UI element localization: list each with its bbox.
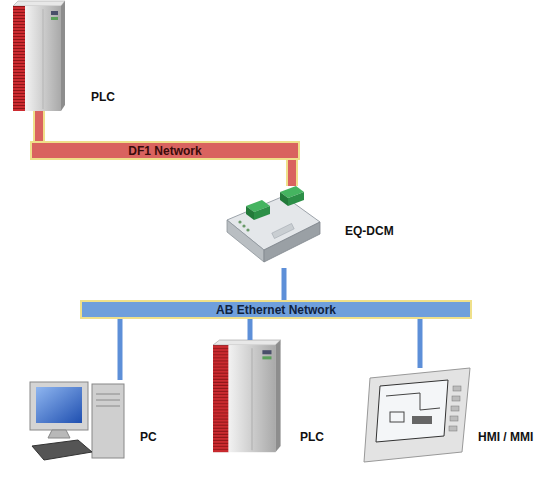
module-plate xyxy=(272,223,294,238)
monitor-screen xyxy=(36,387,82,423)
terminal-block xyxy=(246,206,254,220)
ethernet-network-band: AB Ethernet Network xyxy=(80,300,472,319)
screen-graphic xyxy=(412,416,432,424)
pc-illustration xyxy=(30,382,124,460)
hmi-button xyxy=(453,386,461,391)
drive-slot xyxy=(96,394,120,395)
hmi-button xyxy=(451,406,459,411)
network-cable xyxy=(248,319,253,340)
terminal-block xyxy=(254,206,270,220)
network-cable-glow xyxy=(286,160,298,186)
monitor-stand xyxy=(48,430,70,438)
hmi-button xyxy=(452,396,460,401)
hmi-screen xyxy=(376,380,448,442)
pc-tower xyxy=(92,384,124,458)
status-led xyxy=(242,224,245,227)
screen-graphic xyxy=(390,412,404,422)
terminal-block xyxy=(280,192,288,206)
hmi-frame xyxy=(364,368,470,462)
status-led xyxy=(238,220,241,223)
module-side xyxy=(264,222,320,262)
terminal-block xyxy=(288,192,304,206)
screen-graphic xyxy=(386,393,440,410)
plc-illustration xyxy=(13,1,65,111)
module-side xyxy=(227,220,264,262)
network-cable xyxy=(418,319,423,368)
keyboard xyxy=(32,440,92,460)
drive-slot xyxy=(96,406,120,407)
df1-network-band: DF1 Network xyxy=(30,141,300,160)
device-label: EQ-DCM xyxy=(345,224,394,238)
device-label: PLC xyxy=(300,430,324,444)
monitor-frame xyxy=(30,382,88,430)
pc-workstation: PC xyxy=(30,380,130,462)
plc-unit: PLC xyxy=(213,340,281,452)
plc-illustration xyxy=(213,340,281,452)
hmi-button xyxy=(450,416,458,421)
network-cable-glow xyxy=(33,111,45,141)
network-cable xyxy=(118,319,123,380)
network-label: AB Ethernet Network xyxy=(216,303,336,317)
device-label: PLC xyxy=(91,90,115,104)
hmi-panel: HMI / MMI xyxy=(364,368,472,463)
drive-slot xyxy=(96,400,120,401)
hmi-button xyxy=(449,426,457,431)
device-label: PC xyxy=(140,430,157,444)
communication-module: EQ-DCM xyxy=(222,186,322,268)
module-illustration xyxy=(227,186,320,262)
status-led xyxy=(246,228,249,231)
network-label: DF1 Network xyxy=(128,144,201,158)
network-cable xyxy=(35,111,43,141)
network-cable xyxy=(282,268,287,300)
plc-unit: PLC xyxy=(13,1,65,111)
device-label: HMI / MMI xyxy=(478,430,533,444)
network-cable xyxy=(288,160,296,186)
hmi-illustration xyxy=(364,368,470,462)
